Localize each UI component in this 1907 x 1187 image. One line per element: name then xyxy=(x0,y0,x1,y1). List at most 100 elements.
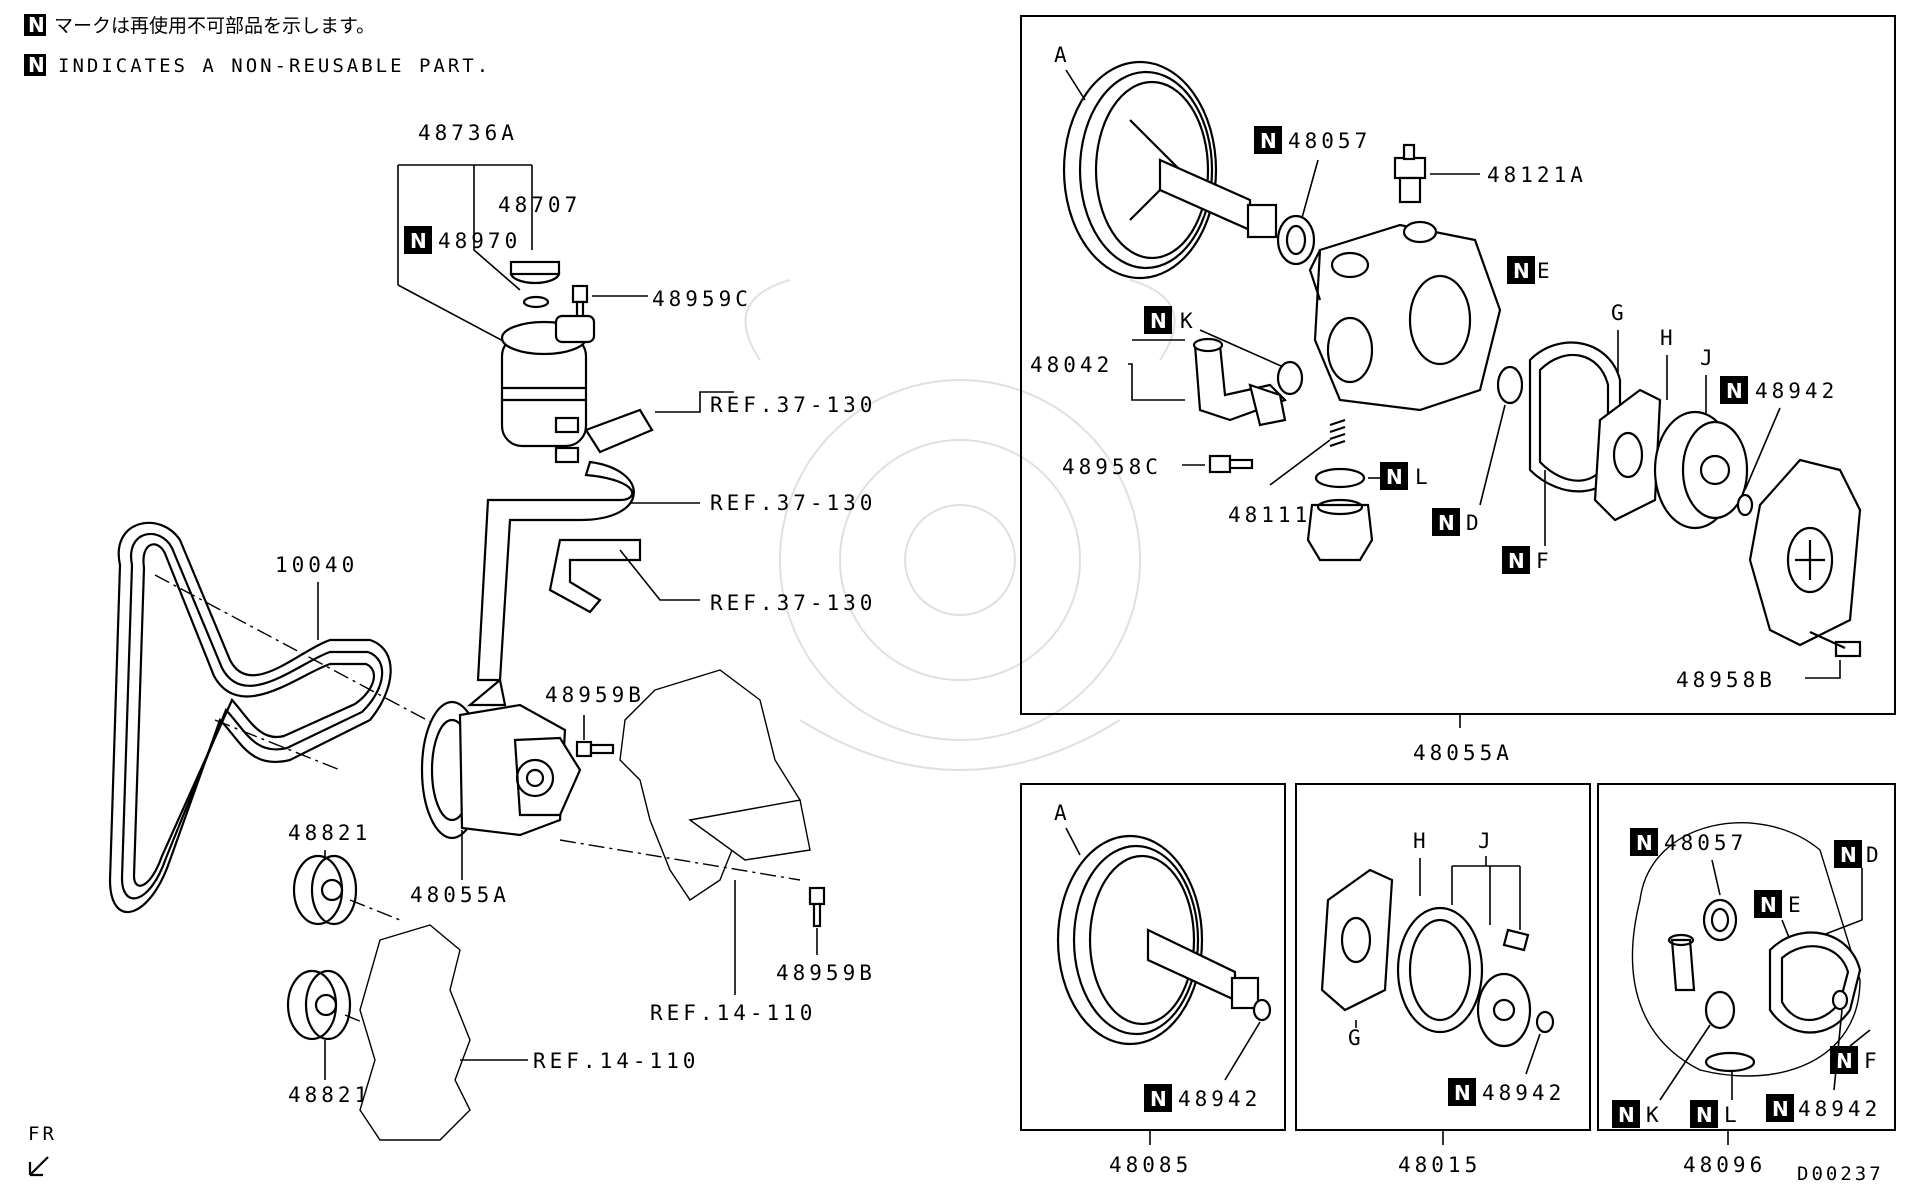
label-fr: FR xyxy=(28,1123,57,1145)
watermark-emblem xyxy=(744,279,1176,771)
svg-text:N: N xyxy=(1438,511,1455,535)
label-K: K xyxy=(1180,309,1197,333)
label-ref-37-130-a: REF.37-130 xyxy=(710,393,876,417)
label-48942: 48942 xyxy=(1755,379,1838,403)
label-H: H xyxy=(1660,326,1677,350)
label-F: F xyxy=(1864,1049,1881,1073)
label-48057: 48057 xyxy=(1288,129,1371,153)
label-48736A: 48736A xyxy=(418,121,518,145)
label-E: E xyxy=(1788,893,1805,917)
sensor-48121A xyxy=(1393,143,1427,204)
label-G: G xyxy=(1611,301,1628,325)
o-ring-L xyxy=(1704,1051,1756,1073)
label-48111: 48111 xyxy=(1228,503,1311,527)
label-F: F xyxy=(1536,549,1553,573)
reservoir xyxy=(500,314,596,464)
label-G: G xyxy=(1348,1026,1365,1050)
vane xyxy=(1502,928,1530,952)
pressure-plate-G xyxy=(1593,388,1662,522)
bolt-48958C xyxy=(1208,454,1232,474)
label-48707: 48707 xyxy=(498,193,581,217)
label-48959C: 48959C xyxy=(652,287,752,311)
pulley-A xyxy=(1062,60,1278,280)
label-48821-bot: 48821 xyxy=(288,1083,371,1107)
label-48057: 48057 xyxy=(1664,831,1747,855)
label-J: J xyxy=(1478,829,1495,853)
label-48821-top: 48821 xyxy=(288,821,371,845)
label-A: A xyxy=(1054,801,1071,825)
suction-pipe xyxy=(1670,938,1696,992)
label-D: D xyxy=(1466,511,1483,535)
label-ref-14-110-a: REF.14-110 xyxy=(650,1001,816,1025)
o-ring-K xyxy=(1276,360,1304,396)
o-ring-L xyxy=(1314,467,1366,489)
label-10040: 10040 xyxy=(275,553,358,577)
label-48121A: 48121A xyxy=(1487,163,1587,187)
connector xyxy=(1306,503,1374,562)
svg-text:N: N xyxy=(1636,831,1653,855)
note-japanese: マークは再使用不可部品を示します。 xyxy=(54,15,375,37)
box-48096-title: 48096 xyxy=(1683,1153,1766,1177)
cam-ring-H xyxy=(1396,906,1484,1034)
box-48055A-title: 48055A xyxy=(1413,741,1513,765)
pressure-plate-G xyxy=(1320,868,1394,1012)
power-steering-pump xyxy=(420,677,582,840)
pump-bracket xyxy=(619,669,811,901)
bolt-48958B xyxy=(1834,640,1862,658)
idler-pulleys xyxy=(286,854,358,1041)
svg-text:N: N xyxy=(1150,309,1167,333)
label-E: E xyxy=(1537,259,1554,283)
label-48942: 48942 xyxy=(1798,1097,1881,1121)
label-ref-14-110-b: REF.14-110 xyxy=(533,1049,699,1073)
svg-text:N: N xyxy=(1726,379,1743,403)
bolt xyxy=(571,284,589,304)
rotor-J xyxy=(1681,420,1749,520)
svg-text:N: N xyxy=(1150,1087,1167,1111)
svg-text:N: N xyxy=(1260,129,1277,153)
label-A: A xyxy=(1054,43,1071,67)
hoses xyxy=(476,391,734,682)
svg-text:N: N xyxy=(1840,843,1857,867)
label-J: J xyxy=(1700,346,1717,370)
svg-text:N: N xyxy=(1760,893,1777,917)
label-H: H xyxy=(1413,829,1430,853)
svg-text:N: N xyxy=(410,229,427,253)
front-arrow-icon xyxy=(28,1156,49,1177)
oil-seal xyxy=(1276,214,1316,266)
svg-text:N: N xyxy=(1386,465,1403,489)
label-ref-37-130-b: REF.37-130 xyxy=(710,491,876,515)
label-L: L xyxy=(1724,1103,1741,1127)
svg-text:N: N xyxy=(1618,1103,1635,1127)
oil-seal xyxy=(1702,898,1738,942)
svg-text:N: N xyxy=(1696,1103,1713,1127)
label-D: D xyxy=(1866,843,1883,867)
box-48096: 48096 N 48057 N D N E N F N K N L xyxy=(1597,783,1896,1177)
label-L: L xyxy=(1415,465,1432,489)
label-48970: 48970 xyxy=(438,229,521,253)
pump-body xyxy=(1308,220,1502,412)
main-assembly: 48736A N 48970 48707 48959C xyxy=(28,121,876,1177)
n-mark-icon xyxy=(24,54,46,76)
svg-text:N: N xyxy=(1454,1081,1471,1105)
svg-text:N: N xyxy=(1508,549,1525,573)
n-mark-icon xyxy=(24,14,46,36)
label-ref-37-130-c: REF.37-130 xyxy=(710,591,876,615)
note-english: INDICATES A NON-REUSABLE PART. xyxy=(58,55,491,77)
o-ring-K xyxy=(1704,990,1736,1030)
rear-cover xyxy=(1748,458,1862,647)
label-48958B: 48958B xyxy=(1676,668,1776,692)
o-ring-48942 xyxy=(1736,493,1754,517)
svg-text:N: N xyxy=(1836,1049,1853,1073)
box-48085-title: 48085 xyxy=(1109,1153,1192,1177)
engine-bracket xyxy=(359,924,471,1141)
box-48085: 48085 A N 48942 xyxy=(1020,783,1286,1177)
label-48942: 48942 xyxy=(1178,1087,1261,1111)
label-K: K xyxy=(1646,1103,1663,1127)
label-48958C: 48958C xyxy=(1062,455,1162,479)
n-mark: N xyxy=(28,53,45,77)
box-48015-title: 48015 xyxy=(1398,1153,1481,1177)
drawing-code: D00237 xyxy=(1797,1163,1884,1185)
drive-belt xyxy=(108,521,392,913)
box-48015: 48015 H J G N 48942 xyxy=(1295,783,1591,1177)
